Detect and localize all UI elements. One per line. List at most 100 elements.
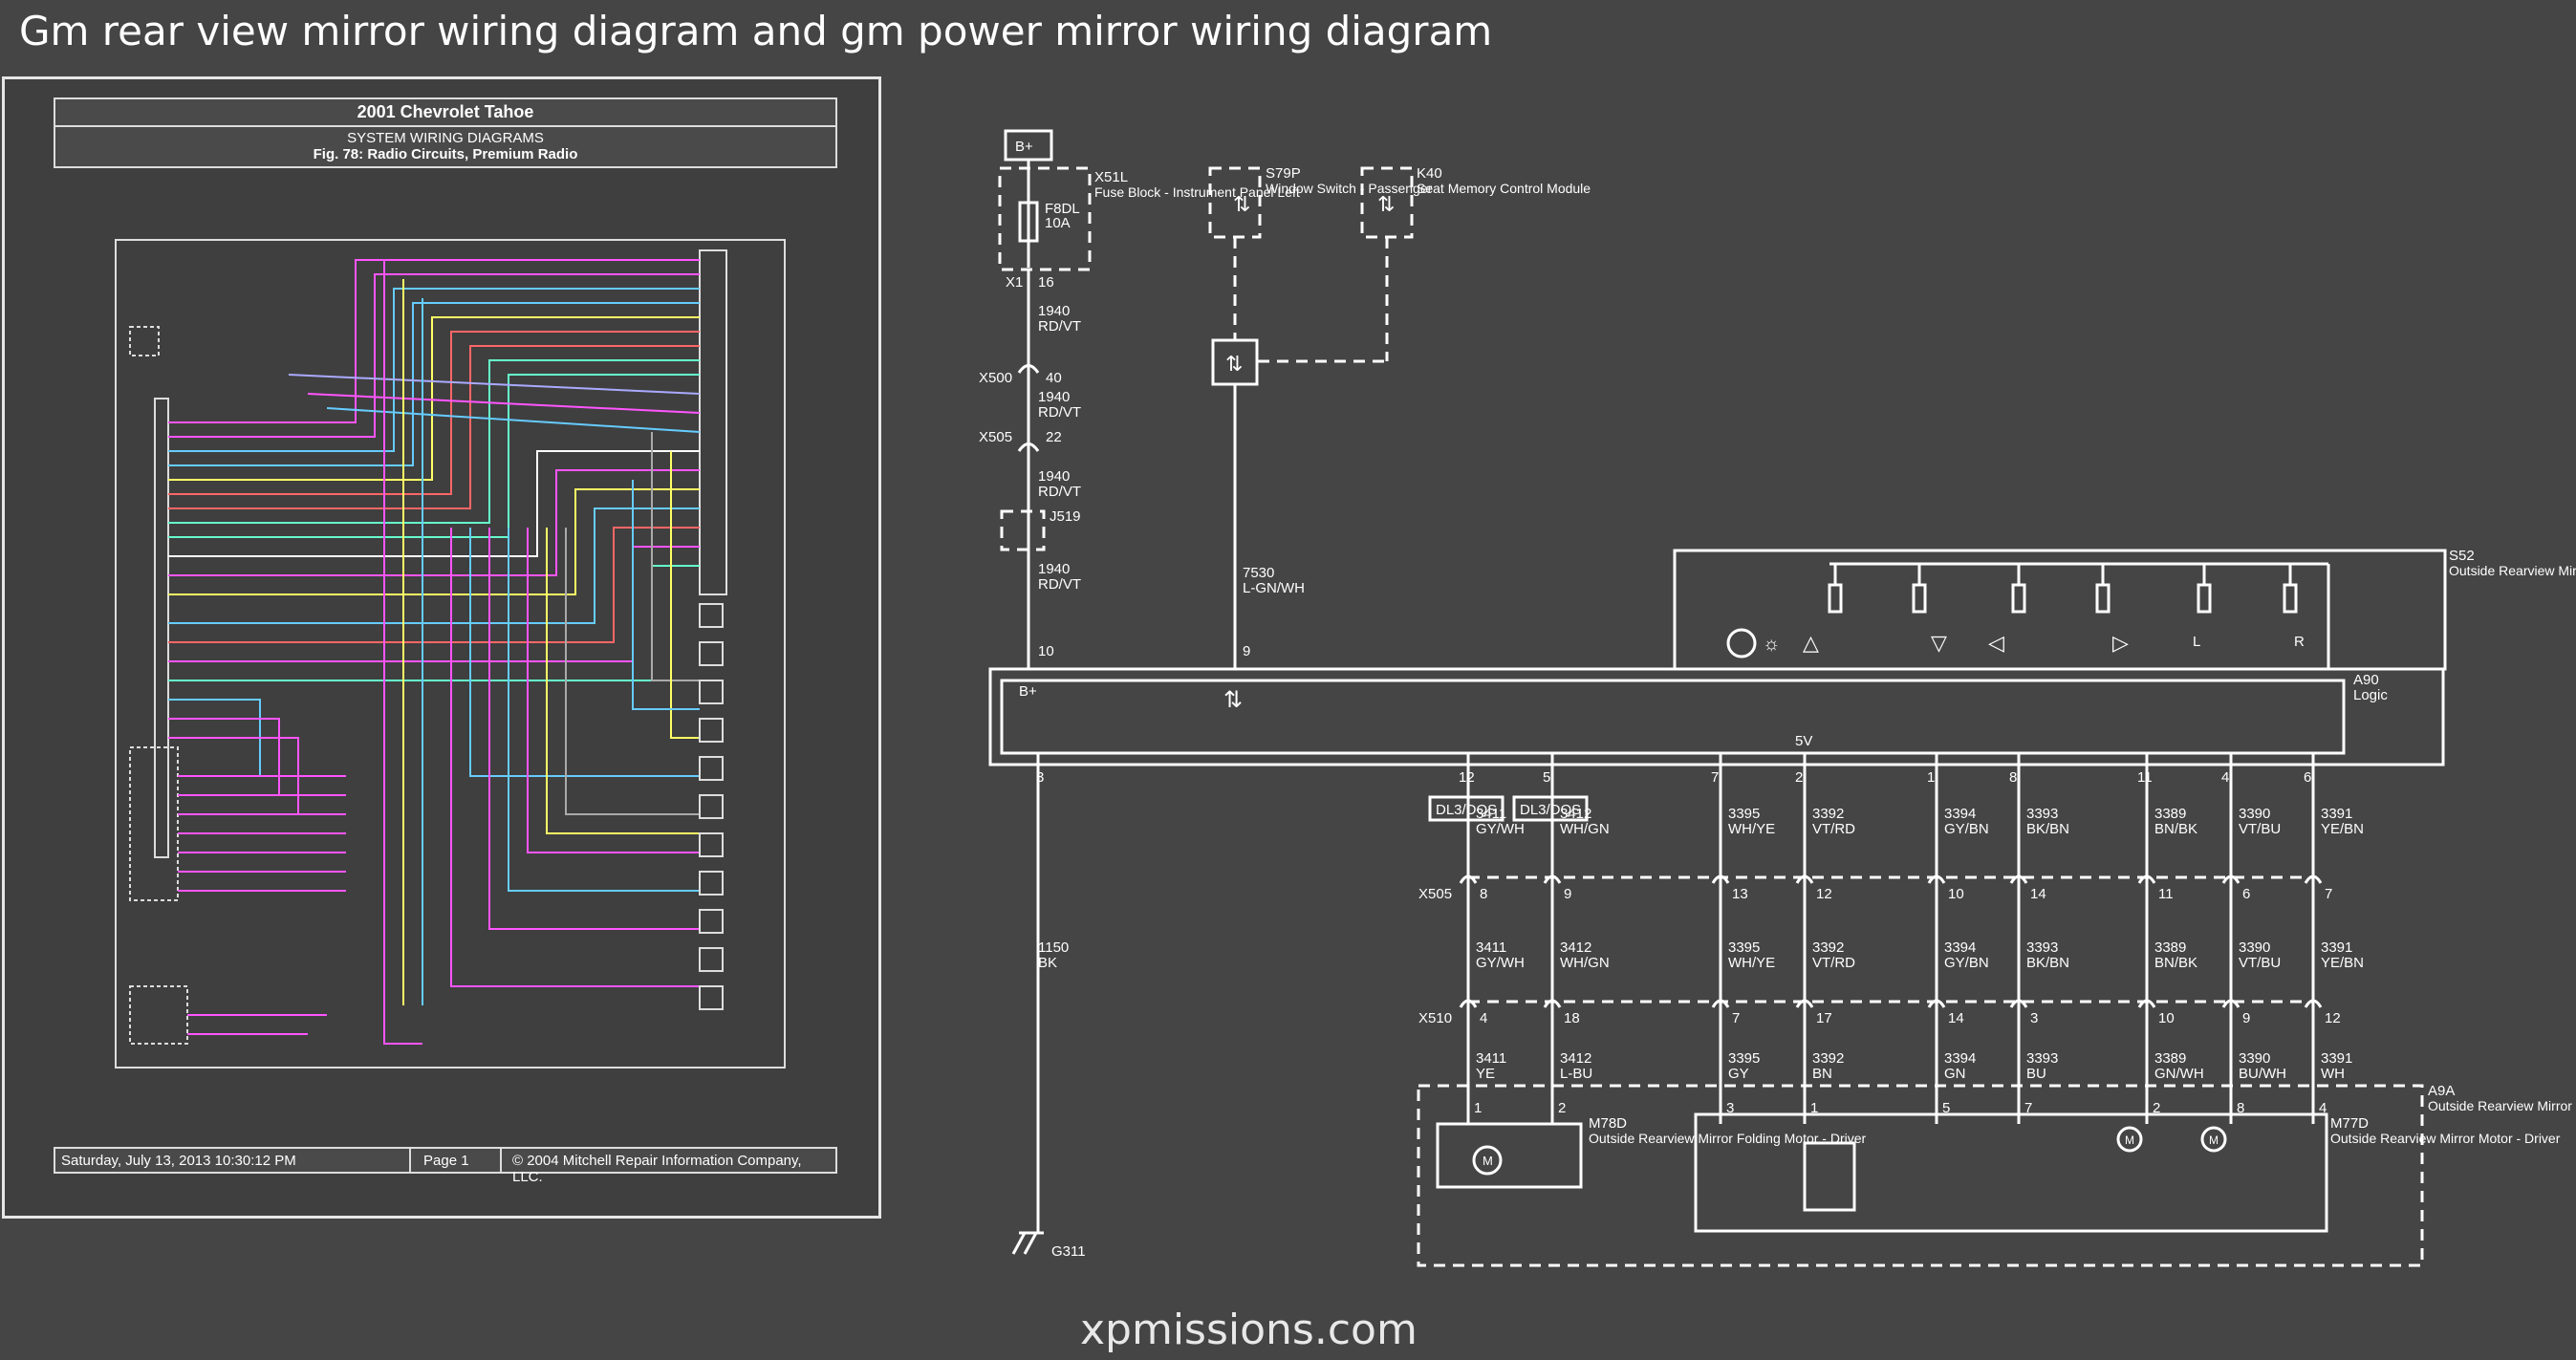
x505-pin: 7	[2325, 886, 2332, 902]
mirror-switch-id: S52	[2449, 548, 2475, 564]
circuit-color: WH/GN	[1560, 955, 1610, 971]
x510-pin: 10	[2158, 1010, 2175, 1026]
fuse-id: F8DL	[1045, 201, 1080, 217]
x510-pin: 4	[1480, 1010, 1487, 1026]
logic-pin: 8	[2009, 769, 2017, 786]
x505-pin: 8	[1480, 886, 1487, 902]
logic-name: Logic	[2353, 687, 2388, 703]
svg-text:◁: ◁	[1988, 631, 2004, 655]
circuit-number: 3393	[2026, 939, 2058, 956]
x505-feed-pin: 22	[1046, 429, 1062, 445]
indicator-lamp-icon	[1726, 628, 1757, 658]
svg-text:▽: ▽	[1931, 631, 1947, 655]
logic-pin: 5	[1543, 769, 1550, 786]
circuit-color: BN/BK	[2154, 955, 2197, 971]
circuit-color: WH/YE	[1728, 821, 1775, 837]
driver-pin: 2	[1558, 1100, 1566, 1116]
driver-color: L-BU	[1560, 1066, 1592, 1082]
x505-pin: 13	[1732, 886, 1748, 902]
feed-circuit-2: 1940	[1038, 389, 1070, 405]
circuit-number: 3394	[1944, 1050, 1976, 1067]
footer-page: Page 1	[423, 1153, 469, 1169]
logic-pin-ground: 3	[1036, 769, 1044, 786]
bplus-label: B+	[1015, 139, 1033, 155]
driver-pin: 7	[2024, 1100, 2032, 1116]
dl3-label-2: DL3/DQS	[1520, 802, 1581, 818]
driver-mirror-name: Outside Rearview Mirror - Driver	[2428, 1098, 2576, 1113]
circuit-number: 3411	[1476, 939, 1506, 956]
circuit-number: 3394	[1944, 806, 1976, 822]
footer-copyright: © 2004 Mitchell Repair Information Compa…	[512, 1153, 802, 1185]
driver-color: GN/WH	[2154, 1066, 2204, 1082]
x510-pin: 17	[1816, 1010, 1832, 1026]
circuit-number: 3411	[1476, 806, 1506, 822]
circuit-color: YE/BN	[2321, 955, 2364, 971]
power-amplifier	[699, 249, 727, 595]
circuit-number: 3395	[1728, 1050, 1760, 1067]
switch-name: Window Switch - Passenger	[1266, 181, 1433, 196]
ground-circuit: 1150	[1038, 939, 1069, 956]
switch-left: L	[2193, 634, 2200, 650]
x510-pin: 3	[2030, 1010, 2038, 1026]
antenna-module	[129, 326, 160, 356]
ground-color: BK	[1038, 955, 1057, 971]
circuit-color: GY/BN	[1944, 821, 1989, 837]
folding-motor	[1436, 1122, 1583, 1189]
diagram-footer: Saturday, July 13, 2013 10:30:12 PM Page…	[54, 1147, 837, 1185]
fuse-connector: X1	[1006, 274, 1023, 291]
svg-text:☼: ☼	[1763, 634, 1780, 655]
svg-text:⇅: ⇅	[1377, 192, 1395, 216]
circuit-number: 3390	[2239, 939, 2270, 956]
seat-module-id: K40	[1417, 165, 1442, 182]
x510-pin: 14	[1948, 1010, 1964, 1026]
x505-pin: 6	[2242, 886, 2250, 902]
driver-pin: 4	[2319, 1100, 2327, 1116]
circuit-number: 3391	[2321, 806, 2352, 822]
folding-motor-name: Outside Rearview Mirror Folding Motor - …	[1589, 1131, 1867, 1146]
switch-id: S79P	[1266, 165, 1301, 182]
driver-pin: 2	[2153, 1100, 2160, 1116]
fuse-block-id: X51L	[1094, 169, 1128, 185]
ground-id: G311	[1051, 1243, 1086, 1260]
mirror-motor-name: Outside Rearview Mirror Motor - Driver	[2330, 1131, 2561, 1146]
logic-id: A90	[2353, 672, 2379, 688]
circuit-color: VT/RD	[1812, 821, 1855, 837]
page-title: Gm rear view mirror wiring diagram and g…	[19, 8, 1493, 54]
fuse-pin: 16	[1038, 274, 1054, 291]
circuit-number: 3389	[2154, 1050, 2186, 1067]
driver-pin: 8	[2237, 1100, 2244, 1116]
logic-pin: 7	[1711, 769, 1719, 786]
x510-pin: 12	[2325, 1010, 2341, 1026]
circuit-number: 3412	[1560, 1050, 1591, 1067]
footer-date: Saturday, July 13, 2013 10:30:12 PM	[61, 1153, 296, 1169]
circuit-number: 3393	[2026, 1050, 2058, 1067]
logic-bplus: B+	[1019, 683, 1037, 700]
circuit-color: WH/GN	[1560, 821, 1610, 837]
radio-diagram-panel	[2, 76, 881, 1219]
diagram-header: 2001 Chevrolet Tahoe SYSTEM WIRING DIAGR…	[54, 97, 837, 168]
driver-color: GN	[1944, 1066, 1966, 1082]
logic-pin-signal: 9	[1243, 643, 1250, 659]
circuit-number: 3412	[1560, 939, 1591, 956]
circuit-color: BN/BK	[2154, 821, 2197, 837]
circuit-color: BK/BN	[2026, 821, 2069, 837]
watermark: xpmissions.com	[1080, 1306, 1418, 1354]
feed-color-2: RD/VT	[1038, 404, 1081, 421]
fuse-block	[998, 166, 1092, 271]
fuse-block-name: Fuse Block - Instrument Panel Left	[1094, 184, 1300, 200]
driver-color: BN	[1812, 1066, 1832, 1082]
steering-control	[129, 985, 188, 1045]
feed-color-1: RD/VT	[1038, 318, 1081, 335]
vehicle-name: 2001 Chevrolet Tahoe	[55, 99, 835, 127]
circuit-number: 3392	[1812, 939, 1844, 956]
driver-color: BU	[2026, 1066, 2046, 1082]
circuit-number: 3395	[1728, 939, 1760, 956]
mirror-switch-name: Outside Rearview Mirror Switch	[2449, 563, 2576, 578]
logic-pin: 1	[1927, 769, 1935, 786]
x505-pin: 11	[2158, 886, 2174, 902]
circuit-number: 3411	[1476, 1050, 1506, 1067]
feed-color-4: RD/VT	[1038, 576, 1081, 593]
circuit-number: 3390	[2239, 1050, 2270, 1067]
motor-symbol-1: M	[2125, 1133, 2134, 1147]
logic-pin: 2	[1795, 769, 1803, 786]
